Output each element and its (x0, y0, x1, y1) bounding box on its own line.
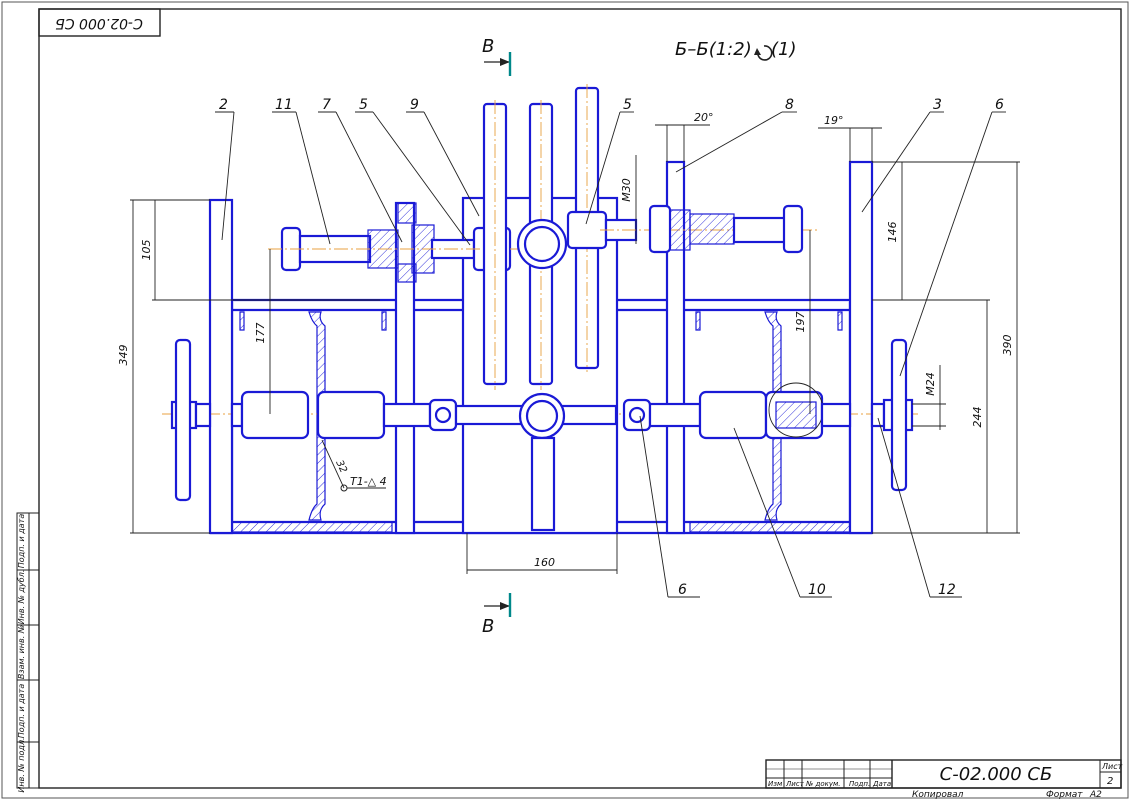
callout-8: 8 (785, 97, 794, 113)
dim-m30: М30 (620, 178, 633, 202)
side-stamp-2: Инв. № дубл. (17, 570, 26, 625)
format-label: Формат (1046, 790, 1083, 800)
dim-19: 19° (824, 114, 844, 127)
callout-5-left: 5 (359, 97, 368, 113)
title-designation: С-02.000 СБ (940, 764, 1053, 785)
callout-leaders (215, 111, 1006, 598)
svg-text:В: В (482, 616, 494, 637)
callout-10: 10 (808, 582, 826, 598)
dim-390: 390 (1001, 335, 1014, 356)
side-stamp-4: Подп. и дата (17, 684, 26, 739)
section-title: Б–Б(1:2) (675, 39, 752, 60)
sheet-label: Лист (1101, 762, 1123, 771)
title-header-list: Лист (785, 780, 805, 788)
callout-11: 11 (275, 97, 293, 113)
format-value: А2 (1089, 790, 1102, 800)
side-stamp-column: Подп. и дата Инв. № дубл. Взам. инв. № П… (16, 512, 40, 793)
side-stamp-3: Взам. инв. № (17, 625, 26, 679)
title-header-dokum: № докум. (805, 780, 841, 788)
callout-5-right: 5 (623, 97, 632, 113)
callout-9: 9 (410, 97, 419, 113)
drawing-geometry (162, 84, 918, 535)
side-stamp-5: Инв. № подл. (17, 737, 26, 792)
title-block (765, 759, 1122, 789)
dim-349: 349 (117, 345, 130, 366)
callout-2: 2 (219, 97, 228, 113)
title-header-izm: Изм (768, 780, 783, 788)
dim-146: 146 (886, 222, 899, 243)
section-marker-top: В (482, 36, 512, 76)
dim-160: 160 (534, 556, 555, 569)
dim-244: 244 (971, 407, 984, 428)
side-stamp-1: Подп. и дата (17, 514, 26, 569)
top-stamp: С-02.000 СБ (55, 15, 143, 31)
title-header-podp: Подп. (849, 780, 870, 788)
callout-3: 3 (933, 97, 942, 113)
dim-20: 20° (694, 111, 714, 124)
dim-105: 105 (140, 240, 153, 261)
dim-177: 177 (254, 323, 267, 344)
top-stamp-box (38, 8, 161, 37)
weld-note: Т1-△ 4 (350, 475, 387, 488)
section-marker-bottom: В (482, 593, 512, 637)
dim-32: 32 (333, 459, 348, 475)
dim-m24: М24 (924, 372, 937, 396)
inner-frame (38, 8, 1122, 789)
callout-7: 7 (322, 97, 331, 113)
title-header-data: Дата (872, 780, 891, 788)
callout-12: 12 (938, 582, 956, 598)
callout-6-bottom: 6 (678, 582, 687, 598)
dim-197: 197 (794, 312, 807, 333)
section-rotation-suffix: (1) (771, 39, 797, 60)
callout-6-top: 6 (995, 97, 1004, 113)
svg-text:В: В (482, 36, 494, 57)
rotation-icon (756, 45, 773, 61)
dimension-lines (130, 124, 1020, 574)
copied-label: Копировал (912, 790, 964, 800)
sheet-number: 2 (1107, 776, 1113, 787)
